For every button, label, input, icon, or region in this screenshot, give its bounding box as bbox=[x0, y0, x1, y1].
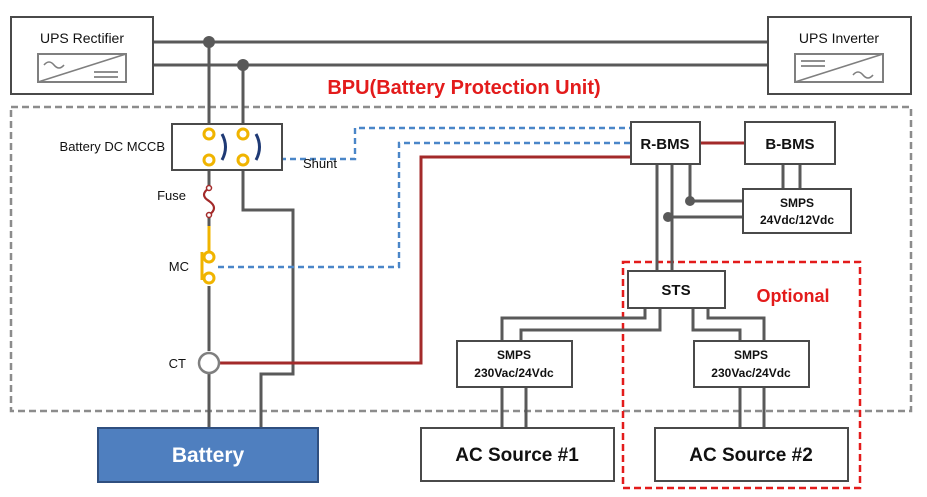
smps-1-title: SMPS bbox=[497, 348, 531, 362]
smps-2-block: SMPS 230Vac/24Vdc bbox=[693, 340, 810, 388]
battery-block: Battery bbox=[97, 427, 319, 483]
ups-rectifier-block: UPS Rectifier bbox=[10, 16, 154, 95]
ac-source-1-label: AC Source #1 bbox=[455, 445, 579, 466]
battery-label: Battery bbox=[172, 444, 245, 467]
mccb-label: Battery DC MCCB bbox=[60, 139, 165, 154]
ups-inverter-label: UPS Inverter bbox=[799, 30, 879, 46]
bbms-block: B-BMS bbox=[744, 121, 836, 165]
ac-source-1-block: AC Source #1 bbox=[420, 427, 615, 482]
fuse-label: Fuse bbox=[157, 188, 186, 203]
optional-label: Optional bbox=[757, 286, 830, 306]
inverter-symbol-icon bbox=[794, 53, 884, 83]
signal-wires-red bbox=[220, 141, 745, 365]
sts-label: STS bbox=[661, 282, 690, 299]
ct-label: CT bbox=[169, 356, 186, 371]
smps-1-block: SMPS 230Vac/24Vdc bbox=[456, 340, 573, 388]
smps-dc-title: SMPS bbox=[780, 196, 814, 210]
ac-source-2-block: AC Source #2 bbox=[654, 427, 849, 482]
ups-rectifier-label: UPS Rectifier bbox=[40, 30, 124, 46]
fuse-icon bbox=[202, 184, 216, 219]
rbms-label: R-BMS bbox=[640, 136, 689, 153]
ac-source-2-label: AC Source #2 bbox=[689, 445, 813, 466]
smps-2-title: SMPS bbox=[734, 348, 768, 362]
mccb-block bbox=[171, 123, 283, 171]
dc-bus bbox=[153, 36, 768, 124]
bbms-label: B-BMS bbox=[765, 136, 814, 153]
sts-block: STS bbox=[627, 270, 726, 309]
smps-2-rating: 230Vac/24Vdc bbox=[711, 366, 791, 380]
ups-inverter-block: UPS Inverter bbox=[767, 16, 912, 95]
control-wires bbox=[500, 164, 802, 428]
rbms-block: R-BMS bbox=[630, 121, 701, 165]
battery-power-path bbox=[207, 170, 295, 428]
bpu-boundary bbox=[9, 105, 913, 413]
signal-wires-blue bbox=[218, 126, 631, 269]
smps-dc-rating: 24Vdc/12Vdc bbox=[760, 213, 834, 227]
ct-sensor-icon bbox=[197, 351, 221, 375]
shunt-label: Shunt bbox=[303, 156, 337, 171]
bpu-title: BPU(Battery Protection Unit) bbox=[327, 77, 600, 99]
rectifier-symbol-icon bbox=[37, 53, 127, 83]
mc-label: MC bbox=[169, 259, 189, 274]
smps-1-rating: 230Vac/24Vdc bbox=[474, 366, 554, 380]
smps-dc-block: SMPS 24Vdc/12Vdc bbox=[742, 188, 852, 234]
mc-contactor-icon bbox=[200, 226, 216, 285]
